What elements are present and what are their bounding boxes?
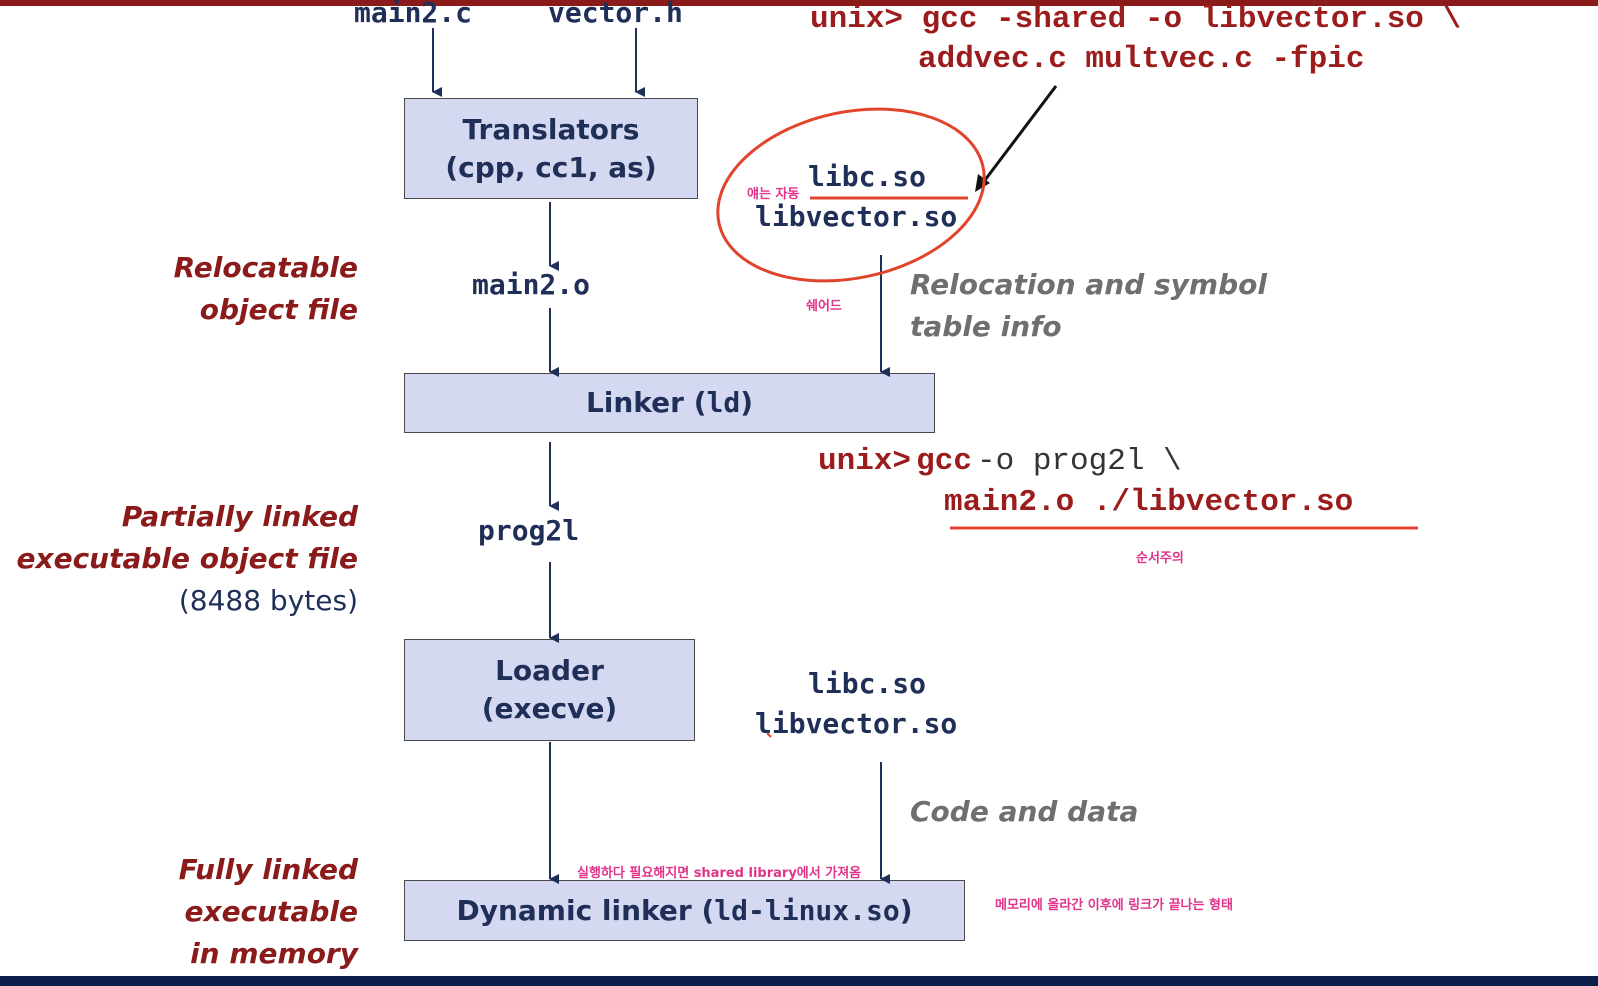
relocation-info-label: Relocation and symbol table info xyxy=(910,268,1267,343)
arrow-build-to-libvector xyxy=(980,85,1058,185)
file-vector-h: vector.h xyxy=(548,0,683,29)
translators-box: Translators (cpp, cc1, as) xyxy=(404,98,698,199)
linker-code: ld xyxy=(706,386,741,420)
code-data-label: Code and data xyxy=(910,795,1139,828)
linker-close: ) xyxy=(740,386,754,420)
annotation-circle xyxy=(716,107,986,283)
prompt: unix> xyxy=(810,2,904,37)
annotation-memory: 메모리에 올라간 이후에 링크가 끝나는 형태 xyxy=(995,898,1233,913)
annotation-runtime: 실행하다 필요해지면 shared library에서 가져옴 xyxy=(577,866,862,881)
file-libvector-top: libvector.so xyxy=(755,200,958,233)
link-command-line-2: main2.o ./libvector.so xyxy=(944,485,1354,520)
linker-label: Linker ( xyxy=(585,386,707,420)
annotation-tick xyxy=(766,732,772,738)
command-line-1: gcc -shared -o libvector.so \ xyxy=(921,2,1462,37)
link-command: unix> gcc -o prog2l \ xyxy=(818,444,1182,479)
file-prog2l: prog2l xyxy=(478,514,580,547)
gcc-args: -o prog2l \ xyxy=(977,444,1182,479)
annotation-order: 순서주의 xyxy=(1136,551,1184,566)
gcc: gcc xyxy=(916,444,972,479)
annotation-auto: 얘는 자동 xyxy=(747,187,800,202)
bottom-accent-bar xyxy=(0,976,1598,986)
file-libvector-bottom: libvector.so xyxy=(755,707,958,740)
dynamic-linker-code: ld-linux.so xyxy=(714,893,900,927)
dynamic-linker-close: ) xyxy=(899,893,913,927)
fully-linked-label: Fully linked executable in memory xyxy=(178,853,358,970)
dynamic-linker-label: Dynamic linker ( xyxy=(456,893,715,927)
translators-title: Translators xyxy=(462,112,640,146)
partially-linked-label: Partially linked executable object file … xyxy=(17,496,358,622)
loader-call: (execve) xyxy=(481,692,618,725)
dynamic-linker-box: Dynamic linker (ld-linux.so) xyxy=(404,880,965,941)
shared-build-command: unix> gcc -shared -o libvector.so \ xyxy=(810,2,1461,37)
shared-build-command-line-2: addvec.c multvec.c -fpic xyxy=(918,42,1365,77)
size-bytes: (8488 bytes) xyxy=(178,584,358,617)
linker-box: Linker (ld) xyxy=(404,373,935,433)
annotation-shared: 쉐어드 xyxy=(806,299,842,314)
file-main-c: main2.c xyxy=(354,0,473,29)
loader-title: Loader xyxy=(495,654,604,688)
file-libc-bottom: libc.so xyxy=(808,667,927,700)
file-libc-top: libc.so xyxy=(808,160,927,193)
file-main-o: main2.o xyxy=(472,268,591,301)
relocatable-object-label: Relocatable object file xyxy=(173,251,358,326)
top-accent-bar xyxy=(0,0,1598,6)
prompt: unix> xyxy=(818,444,912,479)
translators-tools: (cpp, cc1, as) xyxy=(445,150,657,184)
